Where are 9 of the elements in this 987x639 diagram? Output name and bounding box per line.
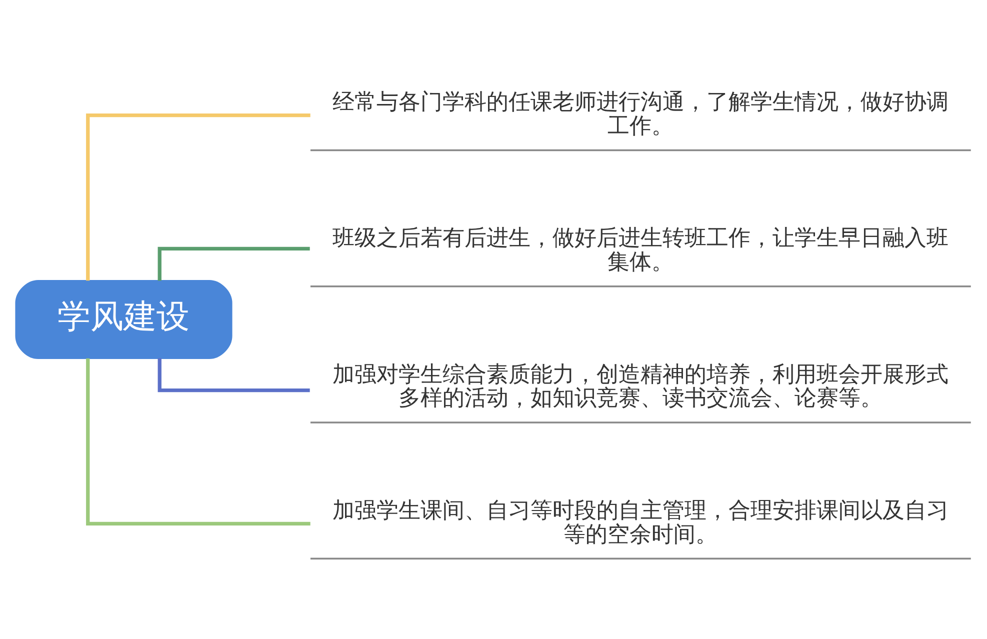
node-text: 经常与各门学科的任课老师进行沟通，了解学生情况，做好协调工作。	[332, 90, 949, 139]
node-text: 加强对学生综合素质能力，创造精神的培养，利用班会开展形式多样的活动，如知识竞赛、读书交流会、论赛等。	[332, 362, 949, 412]
connector	[86, 113, 310, 281]
node-box: 学风建设	[15, 280, 232, 360]
connector	[158, 246, 310, 281]
connector	[86, 358, 310, 526]
node-text: 班级之后若有后进生，做好后进生转班工作，让学生早日融入班集体。	[332, 226, 949, 276]
connector	[158, 358, 310, 392]
node-text: 加强学生课间、自习等时段的自主管理，合理安排课间以及自习等的空余时间。	[332, 498, 949, 548]
